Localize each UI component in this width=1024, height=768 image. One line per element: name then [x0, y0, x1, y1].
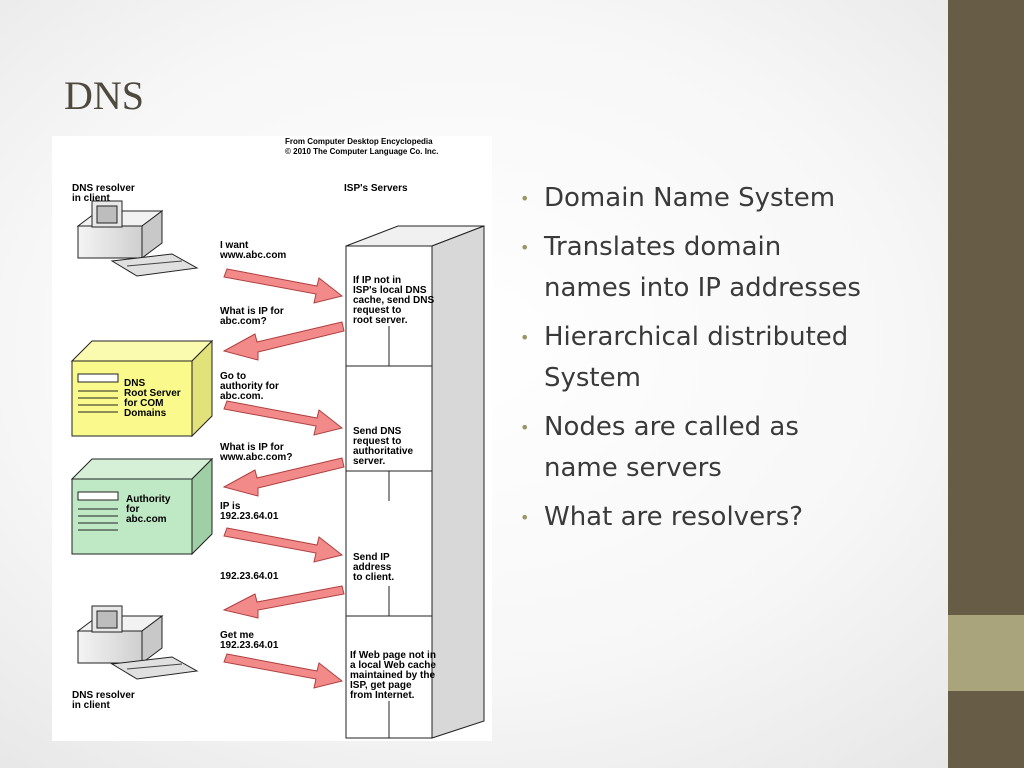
server-note-3-line-3: to client.	[353, 572, 394, 583]
server-note-1-line-4: request to	[353, 305, 401, 316]
bullet-text: Nodes are called as	[544, 412, 799, 442]
bullet-dot-icon: •	[520, 508, 530, 527]
arrow-2	[222, 321, 345, 361]
bullet-item: • What are resolvers?	[520, 497, 930, 538]
client-computer-bottom-icon	[76, 605, 199, 680]
message-3-line-1: Go to	[220, 371, 246, 382]
message-6-line-1: 192.23.64.01	[220, 571, 279, 582]
isp-servers-label: ISP's Servers	[344, 183, 408, 194]
bullet-item: • Translates domain names into IP addres…	[520, 227, 930, 309]
arrow-7	[223, 653, 344, 689]
sidebar-accent-block	[948, 615, 1024, 691]
dns-diagram-svg: From Computer Desktop Encyclopedia © 201…	[70, 137, 485, 739]
authority-label-3: abc.com	[126, 514, 167, 525]
server-note-3-line-1: Send IP	[353, 552, 390, 563]
bullet-item: • Nodes are called as name servers	[520, 407, 930, 489]
server-note-2-line-4: server.	[353, 456, 385, 467]
server-note-2-line-2: request to	[353, 436, 401, 447]
root-server-label-1: DNS	[124, 378, 145, 389]
server-note-1-line-2: ISP's local DNS	[353, 285, 427, 296]
message-2-line-2: abc.com?	[220, 316, 267, 327]
client-bottom-label-2: in client	[72, 700, 110, 711]
root-server-label-3: for COM	[124, 398, 163, 409]
message-4-line-1: What is IP for	[220, 442, 284, 453]
message-1-line-2: www.abc.com	[219, 250, 286, 261]
client-bottom-label-1: DNS resolver	[72, 690, 135, 701]
bullet-text: names into IP addresses	[544, 273, 861, 303]
bullet-list: • Domain Name System • Translates domain…	[520, 178, 930, 546]
slide-title: DNS	[64, 73, 145, 118]
arrow-6	[222, 585, 345, 619]
message-3-line-3: abc.com.	[220, 391, 264, 402]
bullet-item: • Domain Name System	[520, 178, 930, 219]
authority-server-box: Authority for abc.com	[70, 457, 214, 556]
message-1-line-1: I want	[220, 240, 249, 251]
client-computer-top-icon	[76, 200, 199, 277]
server-note-4-line-4: ISP, get page	[350, 680, 412, 691]
flow-arrows	[222, 268, 345, 689]
message-7-line-1: Get me	[220, 630, 254, 641]
arrow-5	[223, 527, 344, 563]
message-2-line-1: What is IP for	[220, 306, 284, 317]
figure-credit-line-1: From Computer Desktop Encyclopedia	[285, 137, 433, 146]
bullet-text: name servers	[544, 453, 722, 483]
client-top-label-2: in client	[72, 193, 110, 204]
bullet-text: What are resolvers?	[544, 502, 804, 532]
bullet-dot-icon: •	[520, 238, 530, 257]
server-note-1-line-5: root server.	[353, 315, 408, 326]
bullet-text: System	[544, 363, 641, 393]
isp-server-tower	[345, 225, 485, 739]
bullet-item: • Hierarchical distributed System	[520, 317, 930, 399]
message-7-line-2: 192.23.64.01	[220, 640, 279, 651]
message-5-line-1: IP is	[220, 501, 241, 512]
server-note-4-line-1: If Web page not in	[350, 650, 436, 661]
server-note-3-line-2: address	[353, 562, 392, 573]
authority-label-1: Authority	[126, 494, 171, 505]
figure-credit-line-2: © 2010 The Computer Language Co. Inc.	[285, 147, 438, 156]
bullet-text: Domain Name System	[544, 183, 836, 213]
bullet-dot-icon: •	[520, 328, 530, 347]
bullet-text: Translates domain	[544, 232, 782, 262]
bullet-text: Hierarchical distributed	[544, 322, 849, 352]
arrow-1	[223, 268, 344, 304]
server-note-4-line-5: from Internet.	[350, 690, 415, 701]
arrow-3	[223, 400, 344, 436]
server-note-2-line-3: authoritative	[353, 446, 413, 457]
client-top-label-1: DNS resolver	[72, 183, 135, 194]
server-note-1-line-1: If IP not in	[353, 275, 401, 286]
dns-diagram: From Computer Desktop Encyclopedia © 201…	[52, 136, 492, 741]
arrow-4	[222, 457, 345, 497]
message-4-line-2: www.abc.com?	[219, 452, 292, 463]
server-note-4-line-2: a local Web cache	[350, 660, 436, 671]
message-3-line-2: authority for	[220, 381, 279, 392]
server-note-1-line-3: cache, send DNS	[353, 295, 434, 306]
bullet-dot-icon: •	[520, 189, 530, 208]
root-server-label-2: Root Server	[124, 388, 181, 399]
server-note-2-line-1: Send DNS	[353, 426, 402, 437]
message-5-line-2: 192.23.64.01	[220, 511, 279, 522]
server-note-4-line-3: maintained by the	[350, 670, 435, 681]
bullet-dot-icon: •	[520, 418, 530, 437]
root-server-box: DNS Root Server for COM Domains	[70, 339, 214, 438]
root-server-label-4: Domains	[124, 408, 167, 419]
authority-label-2: for	[126, 504, 139, 515]
